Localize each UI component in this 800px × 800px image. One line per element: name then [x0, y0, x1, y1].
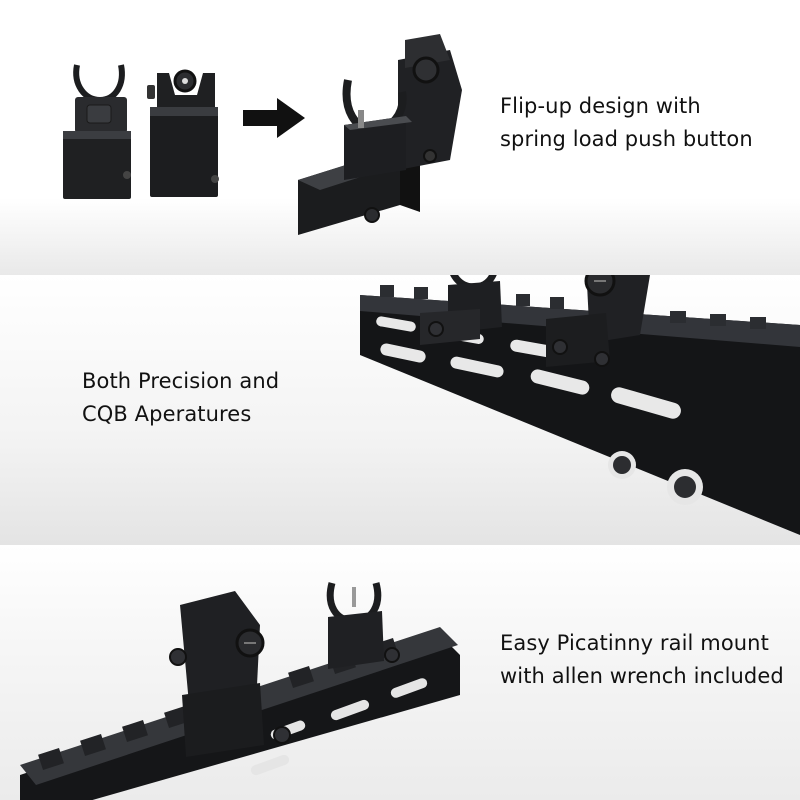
arrow-right-icon: [243, 98, 305, 138]
feature-caption-flip-up: Flip-up design with spring load push but…: [500, 90, 753, 155]
front-sight-raised: [420, 275, 502, 345]
caption-line: Easy Picatinny rail mount: [500, 631, 769, 655]
feature-panel-rail-mount: Easy Picatinny rail mount with allen wre…: [0, 545, 800, 800]
feature-panel-flip-up: Flip-up design with spring load push but…: [0, 0, 800, 275]
feature-panel-apertures: Both Precision and CQB Aperatures: [0, 275, 800, 545]
rear-sight-mounted: [169, 591, 291, 757]
caption-line: Both Precision and: [82, 369, 280, 393]
caption-line: CQB Aperatures: [82, 401, 252, 426]
front-sight-mounted: [326, 582, 400, 669]
rear-sight-raised: [546, 275, 650, 367]
caption-line: Flip-up design with: [500, 94, 701, 118]
caption-line: spring load push button: [500, 126, 753, 151]
folded-sights-illustration: [63, 64, 219, 199]
feature-caption-rail-mount: Easy Picatinny rail mount with allen wre…: [500, 627, 784, 692]
handguard-with-sights-illustration: [360, 275, 800, 535]
rear-sight-folded: [147, 69, 219, 197]
flipped-up-sights-illustration: [298, 34, 462, 235]
front-sight-folded: [63, 64, 131, 199]
feature-caption-apertures: Both Precision and CQB Aperatures: [82, 365, 279, 430]
caption-line: with allen wrench included: [500, 663, 784, 688]
picatinny-rail-mounted-sights-illustration: [20, 582, 460, 800]
